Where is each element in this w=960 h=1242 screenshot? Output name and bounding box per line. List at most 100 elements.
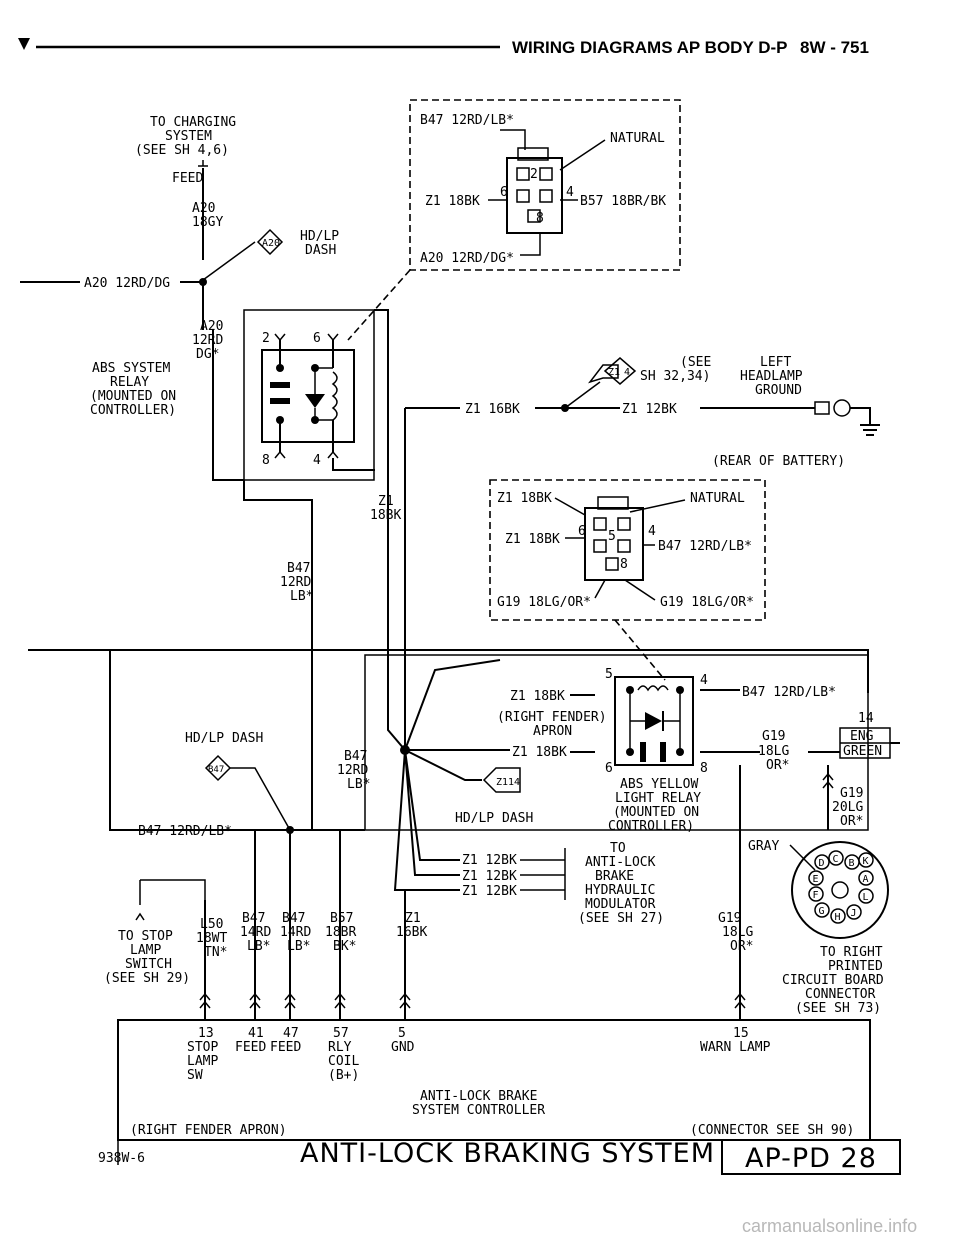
conn1-pin-2: 2 (530, 167, 538, 182)
z1-12bk-label: Z1 12BK (622, 402, 677, 417)
connector-1-latch (517, 147, 549, 161)
conn2-g19a-label: G19 18LG/OR* (497, 595, 591, 610)
footer-page-code: AP-PD 28 (745, 1143, 877, 1174)
controller-terminal-47 (284, 992, 296, 1009)
yr-pin-4: 4 (700, 673, 708, 688)
z1-16bk-v1: Z1 (405, 911, 421, 926)
abs-relay-label-2: RELAY (110, 375, 149, 390)
abs-relay-label-3: (MOUNTED ON (90, 389, 176, 404)
pcb-pin-label-a: A (863, 874, 869, 885)
header-triangle-icon (18, 38, 30, 50)
abs-relay-symbol (261, 349, 355, 443)
yr-name-1: ABS YELLOW (620, 777, 698, 792)
relay-pin-6: 6 (313, 331, 321, 346)
pcb-pin-label-j: J (851, 908, 857, 919)
gnd-ground: GROUND (755, 383, 802, 398)
z1-14-pin: 14 (508, 777, 520, 788)
to-abs-3: BRAKE (595, 869, 634, 884)
header-page: 8W - 751 (800, 38, 869, 57)
to-abs-1: TO (610, 841, 626, 856)
footer-title: ANTI-LOCK BRAKING SYSTEM (300, 1138, 715, 1169)
yr-z1-label: Z1 18BK (510, 689, 565, 704)
gnd-sh: SH 32,34) (640, 369, 710, 384)
yr-contact-b (660, 742, 666, 762)
b47-conn-label: B47 (208, 765, 224, 775)
b47-hdlp-leader (230, 767, 291, 831)
controller-pin-5-name: GND (391, 1040, 415, 1055)
ring-terminal (814, 401, 830, 415)
pcb-pin-label-g: G (819, 906, 825, 917)
pcb-pin-label-e: E (813, 874, 819, 885)
relay-coil-icon (331, 371, 338, 421)
relay-diode-icon (305, 394, 325, 408)
pcb-connector-circle (791, 841, 889, 939)
conn2-pin-6: 6 (578, 524, 586, 539)
b57-18br-3: BK* (333, 939, 356, 954)
controller-terminal-41 (249, 992, 261, 1009)
a20-label: A20 (192, 201, 215, 216)
g19-20lg-1: G19 (840, 786, 863, 801)
conn2-natural-label: NATURAL (690, 491, 745, 506)
conn2-z1a-label: Z1 18BK (497, 491, 552, 506)
controller-pin-41-name: FEED (235, 1040, 266, 1055)
b47-loop-wire (28, 649, 869, 831)
connector-1-box (409, 99, 681, 271)
g19-18lg-3: OR* (730, 939, 753, 954)
z1-16bk-label: Z1 16BK (465, 402, 520, 417)
z1-16bk-v2: 16BK (396, 925, 427, 940)
connector-2-latch (597, 496, 629, 510)
a20-conn-label: A20 (262, 238, 280, 249)
controller-terminal-group (199, 992, 746, 1009)
conn2-pin-5: 5 (608, 529, 616, 544)
connector-2-box (489, 479, 766, 621)
gnd-see: (SEE (680, 355, 711, 370)
to-abs-5: MODULATOR (585, 897, 656, 912)
rfa-bottom-label: (RIGHT FENDER APRON) (130, 1123, 287, 1138)
yr-internal-wires (629, 690, 681, 752)
b47-14rd-b-3: LB* (287, 939, 310, 954)
to-abs-6: (SEE SH 27) (578, 911, 664, 926)
z1-ground-connector (603, 357, 637, 385)
controller-label-2: SYSTEM CONTROLLER (412, 1103, 545, 1118)
hdlp-dash-a20-2: DASH (305, 243, 336, 258)
yellow-relay-body (614, 676, 694, 766)
pcb-pin-l (858, 888, 874, 904)
hdlp-dash-a20-1: HD/LP (300, 229, 339, 244)
gray-label: GRAY (748, 839, 779, 854)
g19-18lg-1: G19 (718, 911, 741, 926)
to-abs-4: HYDRAULIC (585, 883, 655, 898)
gnd-conn-label: Z1 (608, 367, 620, 378)
b57-18br-1: B57 (330, 911, 353, 926)
conn1-cavities (516, 167, 553, 223)
abs-relay-label-1: ABS SYSTEM (92, 361, 170, 376)
b47-v2: 12RD (280, 575, 311, 590)
l50-2: 18WT (196, 931, 227, 946)
yr-diode-icon (645, 712, 662, 730)
to-abs-2: ANTI-LOCK (585, 855, 656, 870)
stop-lamp-4: (SEE SH 29) (104, 971, 190, 986)
pcb-5: (SEE SH 73) (795, 1001, 881, 1016)
controller-pin-57-name: RLY (328, 1040, 352, 1055)
pcb-pin-a (858, 870, 874, 886)
z1-18bk-v1: Z1 (378, 494, 394, 509)
relay-contact-b (270, 398, 290, 404)
g19-18lg-2: 18LG (722, 925, 753, 940)
b47-14rd-a-3: LB* (247, 939, 270, 954)
g19-20lg-3: OR* (840, 814, 863, 829)
controller-feed-wires (254, 830, 406, 1020)
z1-18bk-v2: 18BK (370, 508, 401, 523)
pcb-2: PRINTED (828, 959, 883, 974)
stop-lamp-2: LAMP (130, 943, 161, 958)
b47-14rd-b-2: 14RD (280, 925, 311, 940)
pcb-pin-h (830, 908, 846, 924)
controller-terminal-5 (399, 992, 411, 1009)
conn2-b47-label: B47 12RD/LB* (658, 539, 752, 554)
ground-conn-shape (587, 364, 619, 384)
gnd-leader (564, 381, 601, 409)
a20-12rd-dg-label: A20 12RD/DG (84, 276, 170, 291)
conn2-pin-4: 4 (648, 524, 656, 539)
relay-contact-a (270, 382, 290, 388)
conn1-natural-label: NATURAL (610, 131, 665, 146)
conn2-g19b-label: G19 18LG/OR* (660, 595, 754, 610)
